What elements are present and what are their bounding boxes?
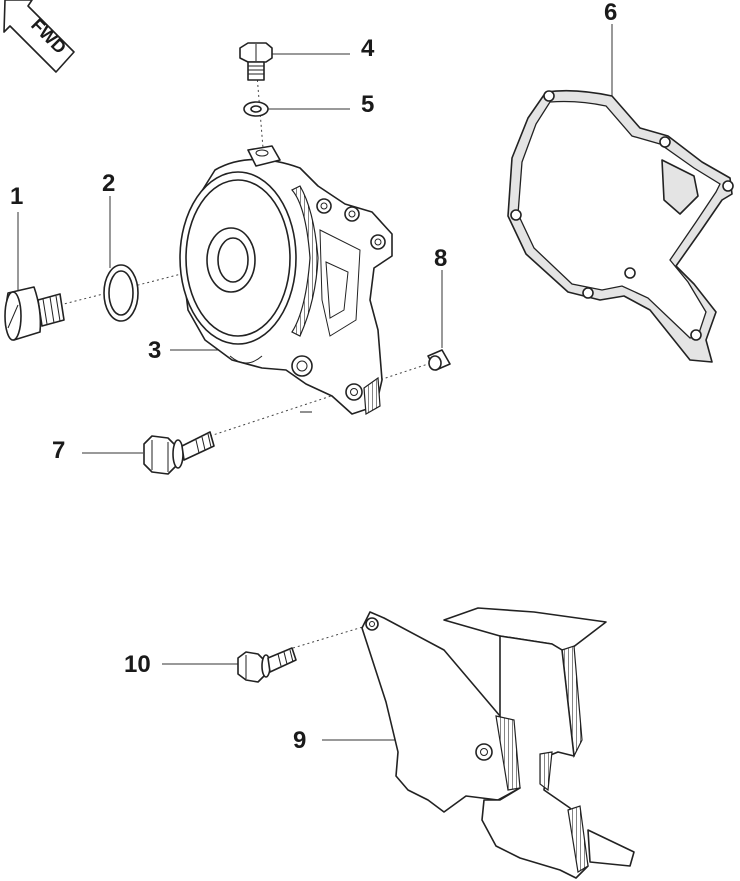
callout-2: 2 [102,170,115,197]
gasket-part-6[interactable] [507,89,734,363]
callout-5: 5 [361,91,374,118]
dowel-pin-part-8[interactable] [427,349,451,371]
leader-lines [17,24,613,741]
o-ring-part-2[interactable] [103,264,139,322]
flange-bolt-part-10[interactable] [237,647,297,683]
plug-screw-part-1[interactable] [4,286,65,341]
callout-1: 1 [10,183,23,210]
callout-3: 3 [148,337,161,364]
washer-part-5[interactable] [243,101,269,117]
callout-4: 4 [361,35,375,62]
cover-housing-part-3[interactable] [179,145,393,415]
flange-bolt-part-7[interactable] [143,431,215,475]
fwd-arrow-icon: FWD [3,0,75,73]
callout-8: 8 [434,245,447,272]
callout-9: 9 [293,727,306,754]
callout-7: 7 [52,437,65,464]
callout-6: 6 [604,0,617,26]
bolt-part-4[interactable] [239,42,273,81]
callout-10: 10 [124,651,151,678]
guard-cover-part-9[interactable] [361,607,635,879]
